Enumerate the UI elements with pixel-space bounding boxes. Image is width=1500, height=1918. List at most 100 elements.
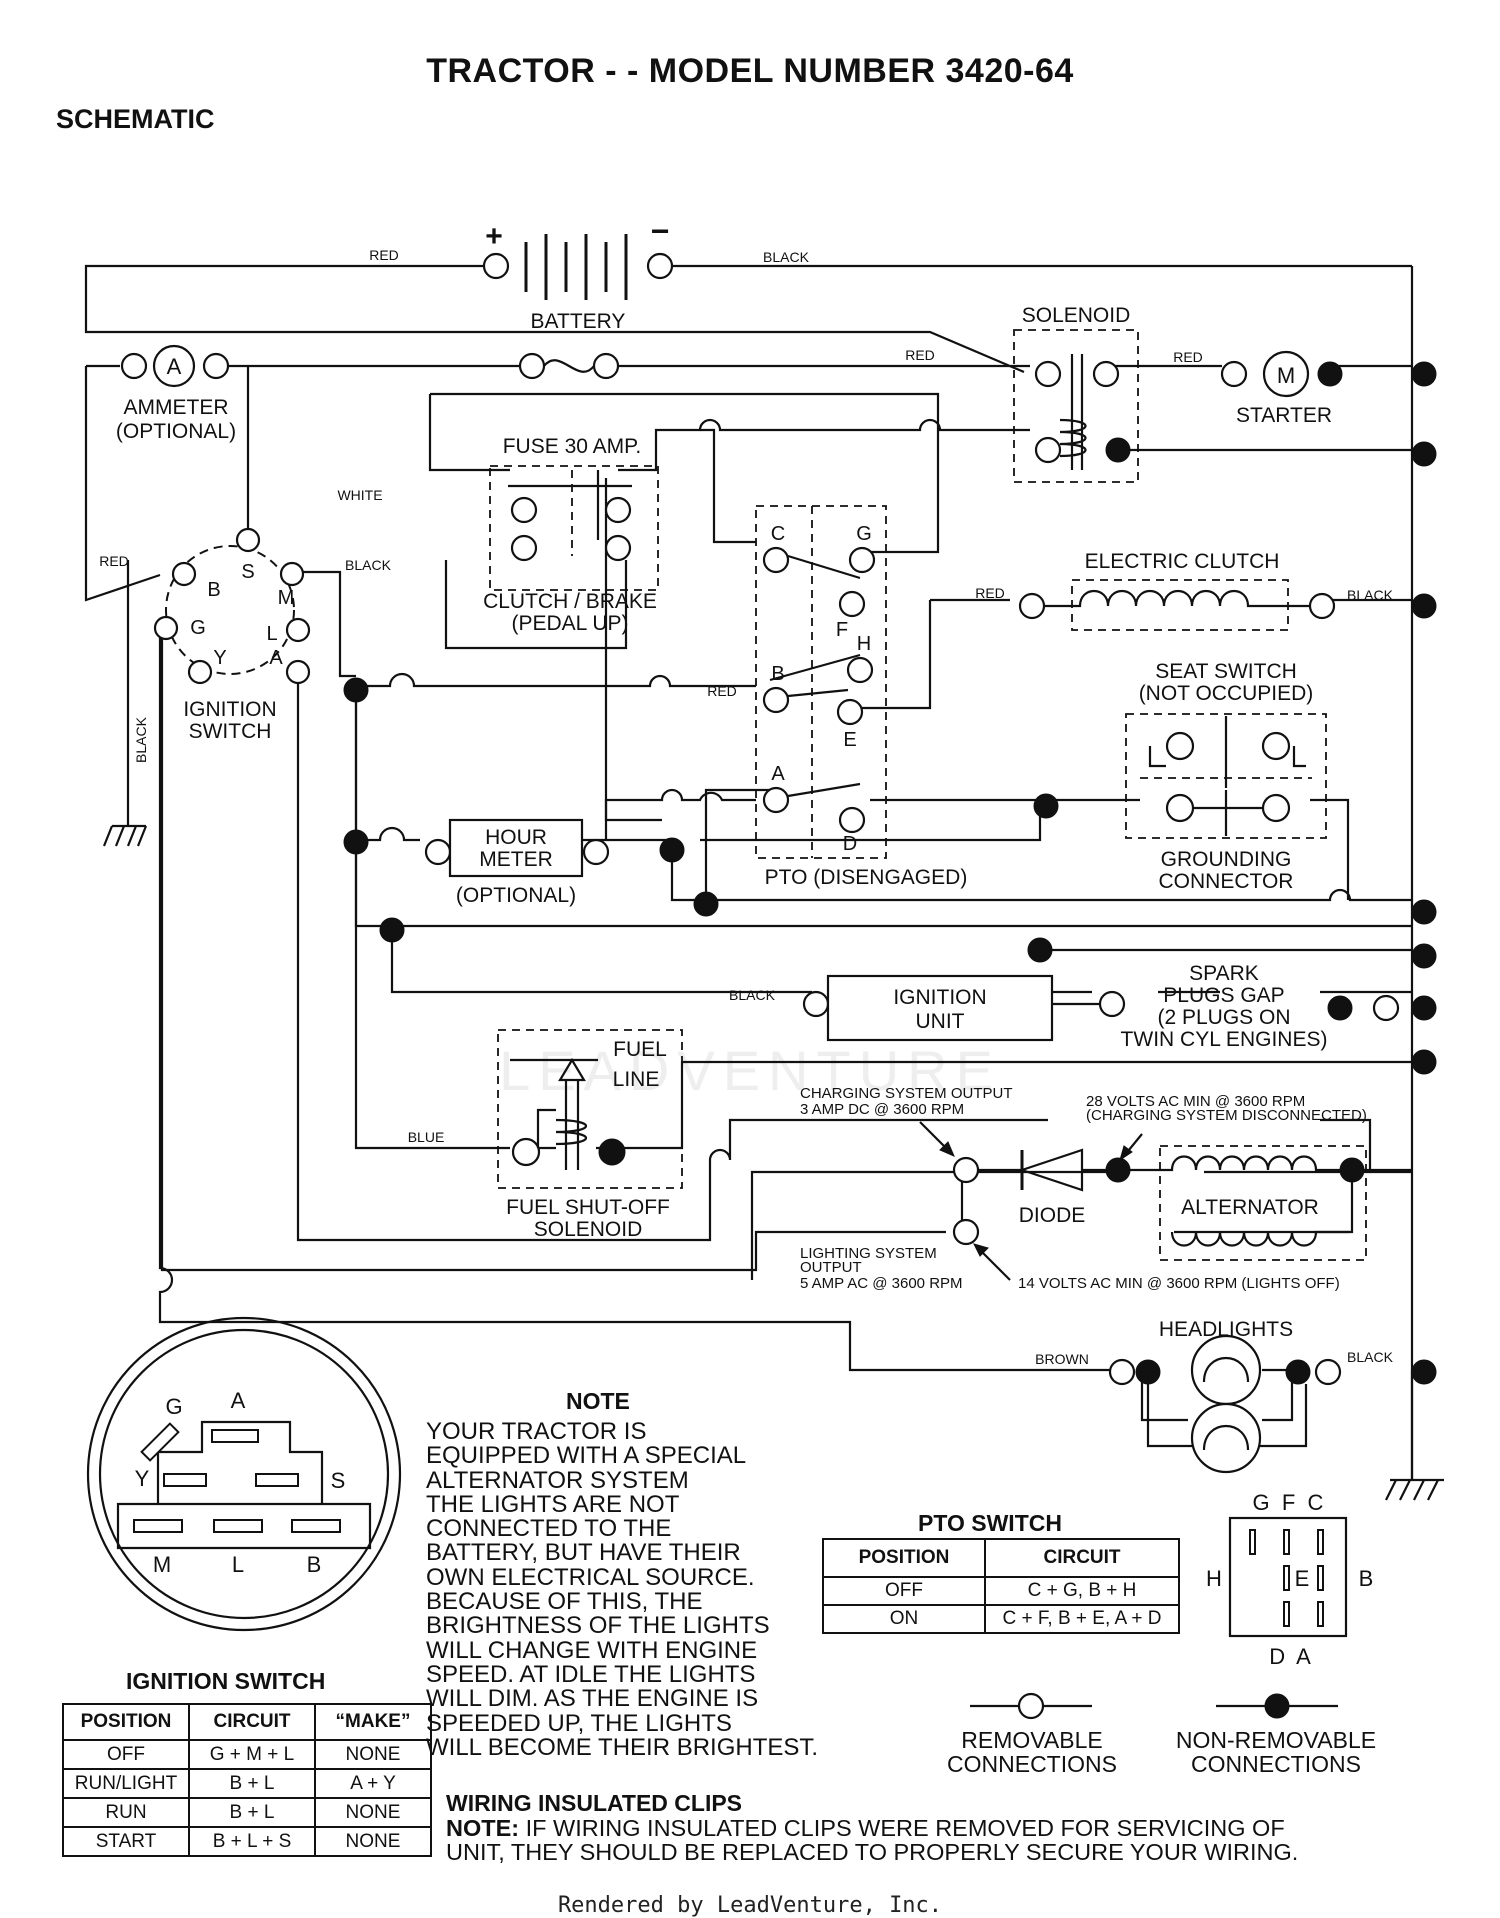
pto-term-d: D	[843, 833, 857, 855]
ignition-switch-face: G A Y S M L B	[86, 1316, 402, 1632]
charging-label-2: 3 AMP DC @ 3600 RPM	[800, 1101, 964, 1118]
hour-meter-label-1: HOUR	[485, 826, 547, 849]
wire-label-black-battery: BLACK	[763, 249, 810, 265]
wire-label-black-ignition-unit: BLACK	[729, 987, 776, 1003]
ammeter-symbol: A	[167, 354, 182, 379]
solenoid: SOLENOID	[1013, 304, 1139, 483]
fuel-line-label-1: FUEL	[613, 1038, 667, 1061]
ignition-switch-label-2: SWITCH	[189, 720, 272, 743]
table-cell: ON	[822, 1604, 986, 1634]
table-row: RUN/LIGHT B + L A + Y	[62, 1768, 432, 1799]
diode-label: DIODE	[1019, 1204, 1086, 1227]
junction-dots	[343, 361, 1437, 1075]
pto-term-f: F	[836, 619, 848, 641]
headlights-label: HEADLIGHTS	[1159, 1318, 1293, 1341]
pto-face-bottom: D A	[1269, 1644, 1311, 1669]
table-cell: B + L	[188, 1768, 316, 1799]
schematic-subtitle: SCHEMATIC	[56, 104, 215, 134]
starter-label: STARTER	[1236, 404, 1332, 427]
table-header: POSITION	[822, 1538, 986, 1578]
pto-face-right: B	[1359, 1566, 1374, 1591]
starter-motor: M STARTER	[1220, 350, 1343, 427]
ammeter: A AMMETER (OPTIONAL)	[116, 344, 236, 443]
ign-face-m: M	[153, 1552, 171, 1577]
wire-label-black-headlights: BLACK	[1347, 1349, 1394, 1365]
clips-note: NOTE: IF WIRING INSULATED CLIPS WERE REM…	[446, 1816, 1446, 1864]
alternator-label: ALTERNATOR	[1181, 1196, 1319, 1219]
wire-label-black-clutch: BLACK	[1347, 587, 1394, 603]
hour-meter-label-2: METER	[479, 848, 553, 871]
clips-line-2: UNIT, THEY SHOULD BE REPLACED TO PROPERL…	[446, 1839, 1299, 1865]
note-block: YOUR TRACTOR IS EQUIPPED WITH A SPECIAL …	[426, 1419, 876, 1760]
ign-pin-l: L	[266, 623, 277, 645]
pto-disengaged-label: PTO (DISENGAGED)	[765, 866, 968, 889]
table-cell: C + G, B + H	[984, 1576, 1180, 1606]
hour-meter: HOUR METER (OPTIONAL)	[424, 818, 610, 907]
fuse-label: FUSE 30 AMP.	[503, 435, 642, 458]
table-row: OFF C + G, B + H	[822, 1576, 1180, 1606]
ground-symbol-right	[1385, 1478, 1444, 1501]
solenoid-label: SOLENOID	[1022, 304, 1131, 327]
ign-pin-m: M	[278, 587, 295, 609]
table-header-row: POSITION CIRCUIT “MAKE”	[62, 1703, 432, 1741]
headlights: HEADLIGHTS	[1108, 1318, 1437, 1474]
wire-label-red-battery: RED	[369, 247, 399, 263]
note-line: BECAUSE OF THIS, THE	[426, 1588, 703, 1616]
clips-note-label: NOTE:	[446, 1815, 520, 1841]
ground-symbol-left	[102, 824, 148, 847]
wire-label-white: WHITE	[337, 487, 382, 503]
footer-credit: Rendered by LeadVenture, Inc.	[557, 1893, 943, 1918]
seat-switch-label: SEAT SWITCH	[1155, 660, 1297, 683]
legend: REMOVABLE CONNECTIONS NON-REMOVABLE CONN…	[947, 1692, 1376, 1777]
not-occupied-label: (NOT OCCUPIED)	[1139, 682, 1314, 705]
note-line: WILL CHANGE WITH ENGINE	[426, 1636, 758, 1664]
lighting-label-3: 5 AMP AC @ 3600 RPM	[800, 1275, 963, 1292]
fuel-shutoff-label-2: SOLENOID	[534, 1218, 643, 1241]
battery-minus-label: −	[651, 213, 670, 249]
battery-plus-label: +	[485, 220, 503, 253]
legend-nonremovable-2: CONNECTIONS	[1191, 1751, 1361, 1777]
pto-term-b: B	[771, 663, 784, 685]
table-cell: B + L	[188, 1797, 316, 1828]
wire-label-red-clutch: RED	[975, 585, 1005, 601]
table-header-row: POSITION CIRCUIT	[822, 1538, 1180, 1578]
connector-label: CONNECTOR	[1159, 870, 1294, 893]
pto-term-c: C	[771, 523, 785, 545]
pto-switch-table: POSITION CIRCUIT OFF C + G, B + H ON C +…	[822, 1538, 1180, 1634]
table-row: OFF G + M + L NONE	[62, 1739, 432, 1770]
battery-label: BATTERY	[531, 310, 626, 333]
pto-term-g: G	[856, 523, 872, 545]
ignition-table-title: IGNITION SWITCH	[126, 1668, 326, 1694]
charging-system: CHARGING SYSTEM OUTPUT 3 AMP DC @ 3600 R…	[800, 1085, 1367, 1292]
clutch-brake-label: CLUTCH / BRAKE	[483, 590, 657, 613]
table-cell: NONE	[314, 1739, 432, 1770]
legend-nonremovable-1: NON-REMOVABLE	[1176, 1727, 1376, 1753]
table-header: CIRCUIT	[984, 1538, 1180, 1578]
wire-label-black-ignition: BLACK	[345, 557, 392, 573]
ign-pin-g: G	[190, 617, 206, 639]
note-line: BATTERY, BUT HAVE THEIR	[426, 1539, 741, 1567]
table-row: START B + L + S NONE	[62, 1826, 432, 1857]
note-line: SPEEDED UP, THE LIGHTS	[426, 1709, 732, 1737]
ignition-switch-label-1: IGNITION	[183, 698, 276, 721]
clutch-brake-switch: FUSE 30 AMP. CLUTCH / BRAKE (PEDAL UP)	[483, 435, 659, 635]
hour-meter-optional: (OPTIONAL)	[456, 884, 576, 907]
note-line: BRIGHTNESS OF THE LIGHTS	[426, 1612, 770, 1640]
watermark: LEADVENTURE	[499, 1039, 1001, 1102]
table-header: POSITION	[62, 1703, 190, 1741]
pto-term-a: A	[771, 763, 785, 785]
spark-plugs: SPARK PLUGS GAP (2 PLUGS ON TWIN CYL ENG…	[1121, 962, 1400, 1051]
spark-label-3: (2 PLUGS ON	[1157, 1006, 1290, 1029]
table-cell: OFF	[62, 1739, 190, 1770]
volts28-label-2: (CHARGING SYSTEM DISCONNECTED)	[1086, 1107, 1367, 1124]
clips-line-1-text: IF WIRING INSULATED CLIPS WERE REMOVED F…	[519, 1815, 1285, 1841]
note-title: NOTE	[566, 1388, 630, 1414]
table-cell: G + M + L	[188, 1739, 316, 1770]
ign-face-s: S	[331, 1468, 346, 1493]
table-row: ON C + F, B + E, A + D	[822, 1604, 1180, 1634]
ignition-unit: IGNITION UNIT	[802, 974, 1126, 1042]
note-line: EQUIPPED WITH A SPECIAL	[426, 1442, 747, 1470]
starter-symbol: M	[1277, 363, 1295, 388]
wiring	[84, 264, 1414, 1480]
